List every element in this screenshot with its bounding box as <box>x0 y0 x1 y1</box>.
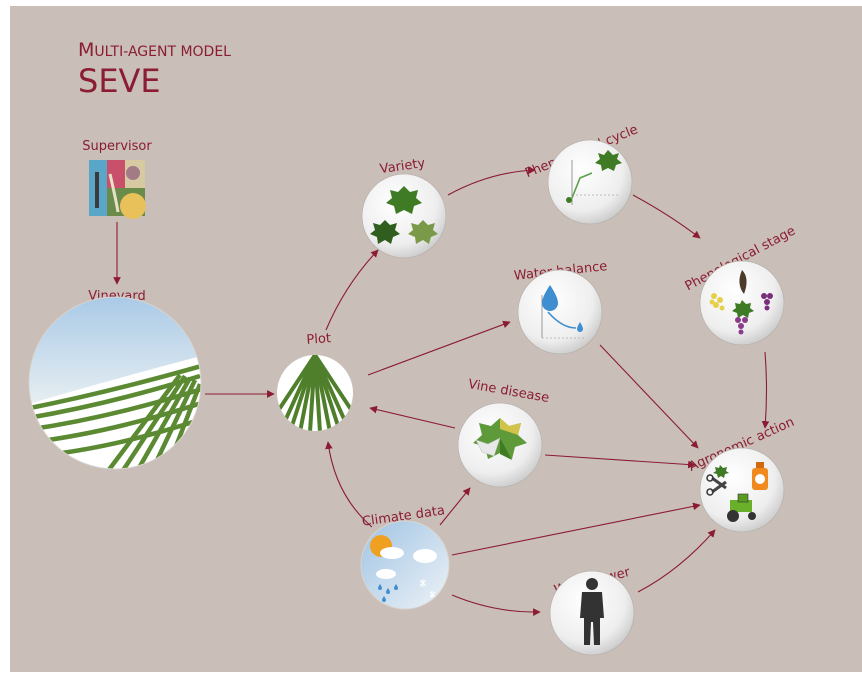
title-line-1: MULTI-AGENT MODEL <box>78 39 231 61</box>
grape-stages-icon <box>709 270 773 335</box>
title-seve: SEVE <box>78 62 161 100</box>
vine-disease-node: Vine disease <box>457 377 550 488</box>
climate-data-node: Climate data <box>360 503 450 610</box>
supervisor-node: Supervisor <box>82 139 152 219</box>
arrow-plot-variety <box>325 249 379 331</box>
water-drop-icon <box>541 285 585 339</box>
connectors <box>113 166 770 617</box>
arrow-variety-cycle <box>447 166 536 196</box>
agronomic-tools-icon <box>706 462 768 522</box>
arrow-climate-action <box>451 502 701 556</box>
growth-chart-icon <box>566 150 622 205</box>
water-balance-node: Water balance <box>513 259 608 355</box>
arrow-plot-water <box>367 320 511 376</box>
arrow-climate-plot <box>325 441 373 528</box>
label-plot: Plot <box>306 331 332 348</box>
supervisor-logo-icon <box>89 160 146 219</box>
arrow-climate-winegrower <box>451 594 541 617</box>
person-silhouette-icon <box>580 578 604 645</box>
winegrower-node: Winegrower <box>549 565 635 656</box>
label-variety: Variety <box>379 156 427 177</box>
weather-icon <box>361 521 449 609</box>
vine-leaves-icon <box>370 186 438 244</box>
arrow-disease-action <box>544 454 696 469</box>
variety-node: Variety <box>361 156 447 259</box>
arrow-disease-plot <box>369 405 456 429</box>
label-supervisor: Supervisor <box>82 139 152 154</box>
diseased-leaf-icon <box>473 418 527 460</box>
arrow-climate-disease <box>439 487 471 526</box>
arrow-stage-action <box>761 351 770 429</box>
arrow-winegrower-action <box>637 529 716 593</box>
arrow-cycle-stage <box>632 194 701 239</box>
arrow-water-action <box>599 344 699 449</box>
